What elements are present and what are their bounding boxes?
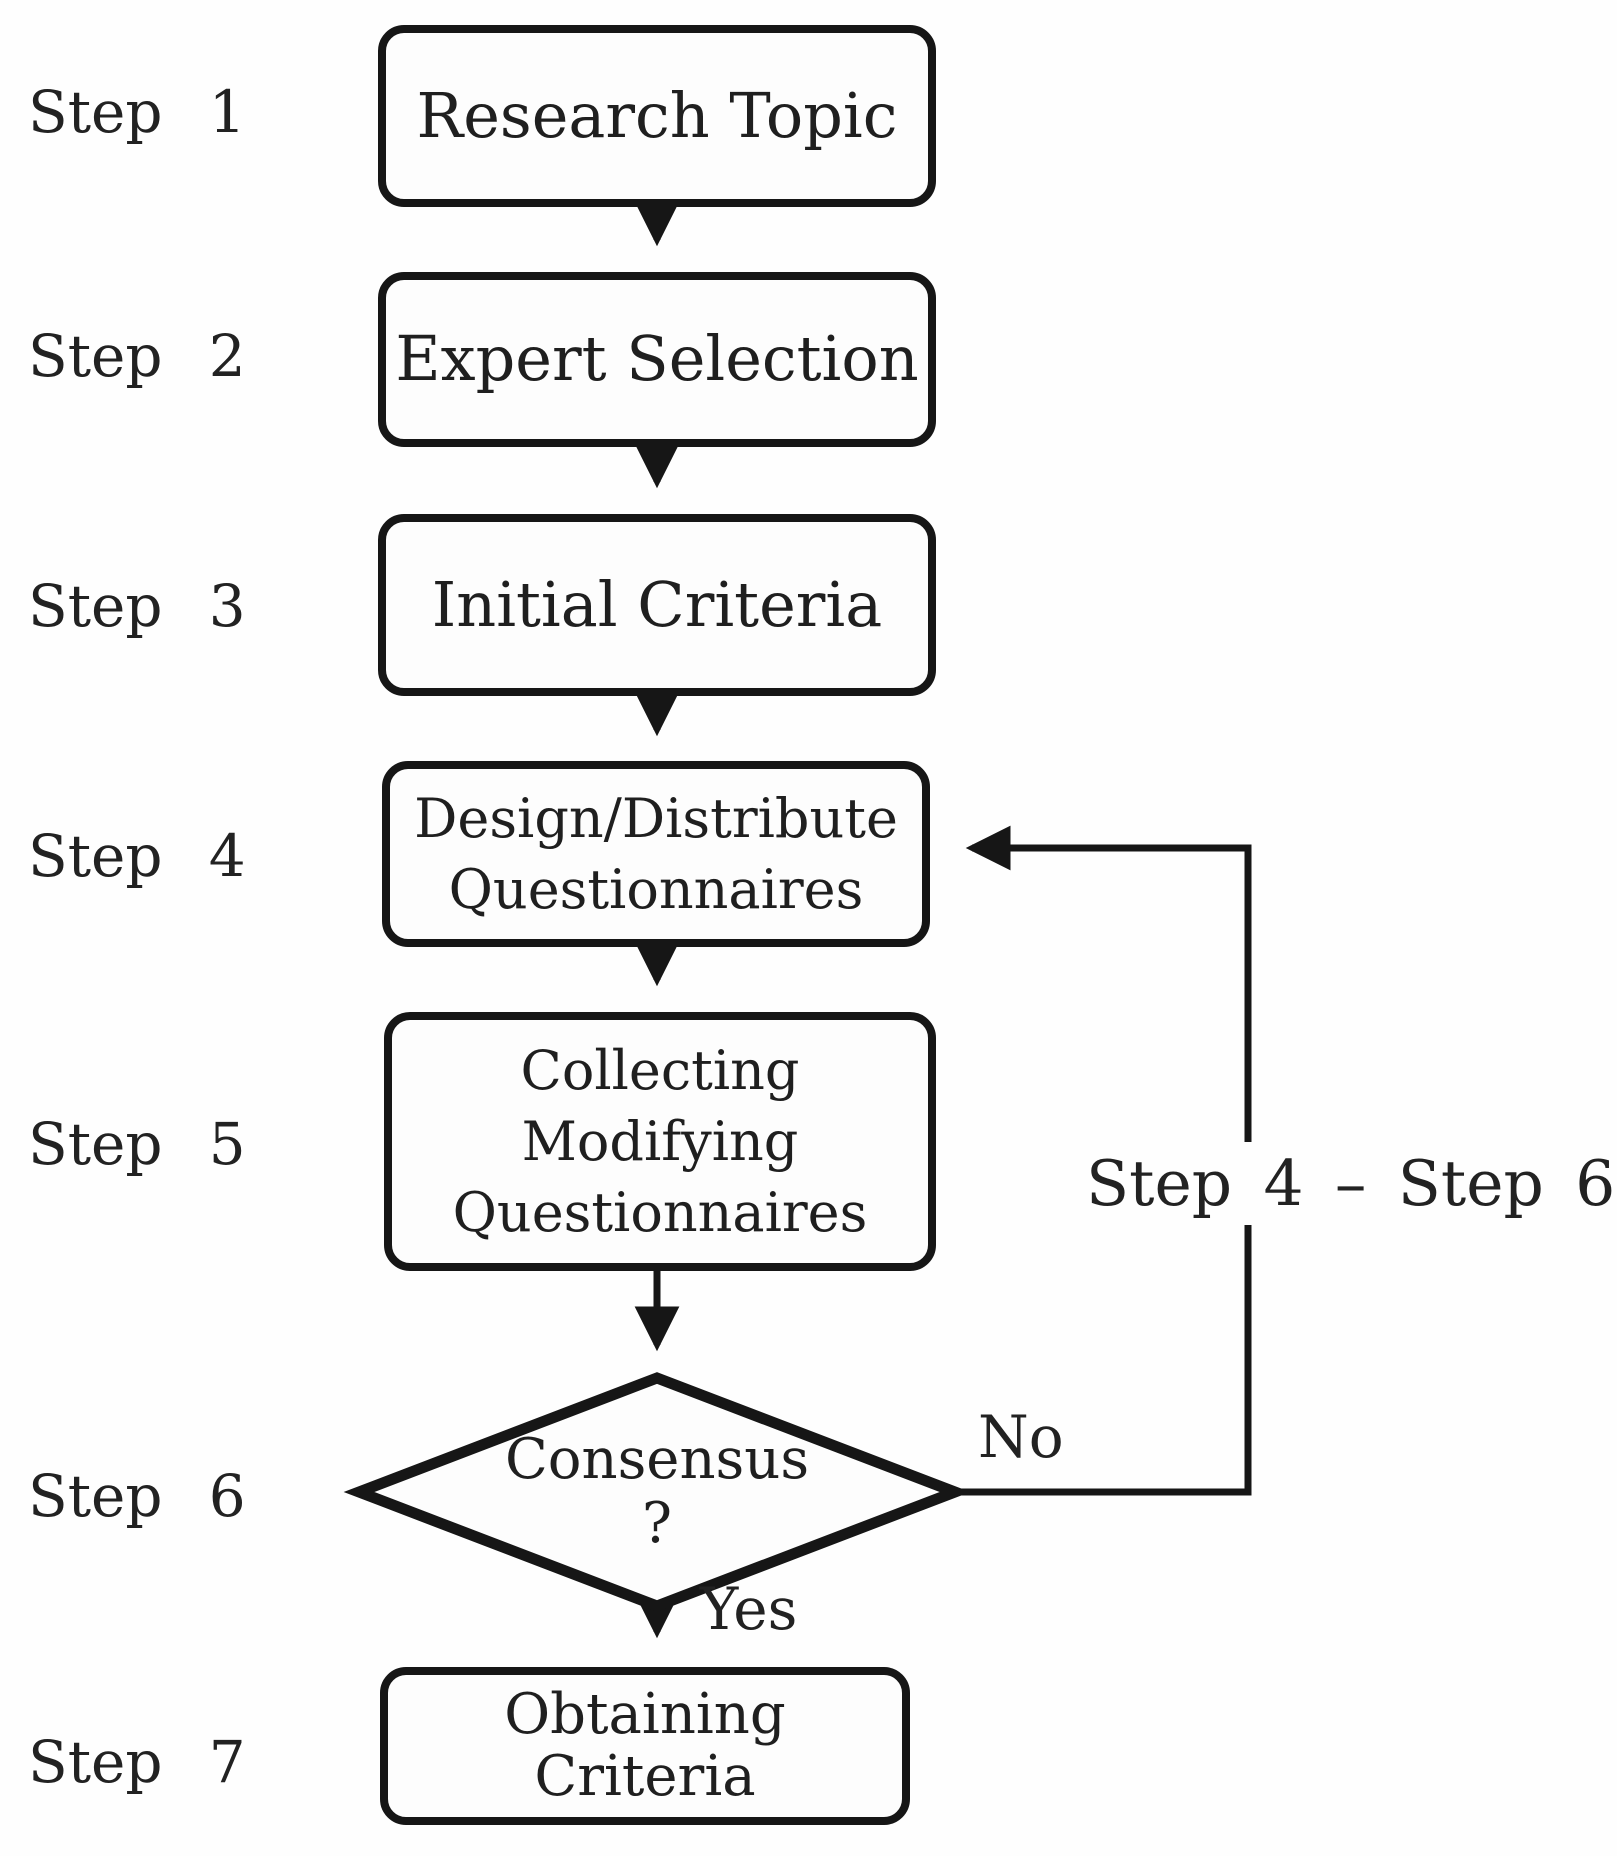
step-label-1: Step 1 <box>28 78 246 146</box>
node-expert-selection: Expert Selection <box>378 272 936 447</box>
step-label-6: Step 6 <box>28 1462 246 1530</box>
node-initial-criteria: Initial Criteria <box>378 514 936 696</box>
node-consensus-line2: ? <box>641 1491 673 1556</box>
node-obtaining-criteria: Obtaining Criteria <box>380 1667 910 1825</box>
node-design-distribute-line1: Design/Distribute <box>414 786 898 850</box>
node-expert-selection-label: Expert Selection <box>395 322 919 396</box>
decision-diamond-shape <box>343 1372 971 1612</box>
node-collecting-line2: Modifying <box>521 1109 799 1173</box>
node-consensus-line1: Consensus <box>504 1426 810 1492</box>
node-design-distribute-questionnaires: Design/Distribute Questionnaires <box>382 761 930 947</box>
node-obtaining-criteria-label: Obtaining Criteria <box>504 1682 786 1809</box>
step-label-2: Step 2 <box>28 322 246 390</box>
edge-label-yes: Yes <box>700 1575 798 1643</box>
node-collecting-modifying-questionnaires: Collecting Modifying Questionnaires <box>384 1012 936 1271</box>
step-label-5: Step 5 <box>28 1110 246 1178</box>
step-label-4: Step 4 <box>28 822 246 890</box>
node-collecting-line1: Collecting <box>520 1038 800 1102</box>
node-collecting-line3: Questionnaires <box>452 1181 868 1245</box>
node-research-topic: Research Topic <box>378 25 936 207</box>
step-label-7: Step 7 <box>28 1728 246 1796</box>
node-consensus-decision: Consensus ? <box>407 1398 907 1586</box>
node-design-distribute-line2: Questionnaires <box>448 858 864 921</box>
edge-label-loop-range: Step 4 – Step 6 <box>1080 1142 1617 1225</box>
edge-label-no: No <box>978 1403 1064 1471</box>
node-initial-criteria-label: Initial Criteria <box>431 567 883 641</box>
step-label-3: Step 3 <box>28 572 246 640</box>
node-research-topic-label: Research Topic <box>416 78 898 152</box>
